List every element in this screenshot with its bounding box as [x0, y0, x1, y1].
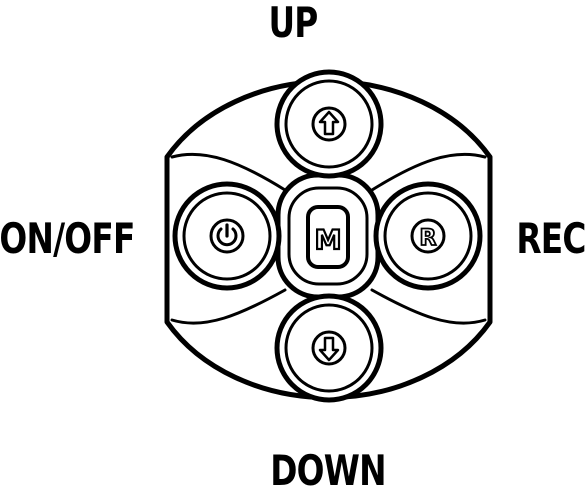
arrow-down-icon: [318, 336, 340, 362]
menu-glyph: M: [315, 225, 342, 256]
label-rec: REC: [516, 214, 586, 263]
pad-housing: [164, 78, 493, 401]
down-button[interactable]: [274, 293, 384, 403]
label-down: DOWN: [270, 446, 386, 495]
power-icon: [216, 223, 238, 247]
record-button[interactable]: R: [373, 181, 483, 291]
label-up: UP: [268, 0, 318, 47]
up-button[interactable]: [274, 69, 384, 179]
arrow-up-icon: [318, 110, 340, 136]
record-glyph: R: [420, 226, 437, 251]
label-on-off: ON/OFF: [0, 214, 135, 263]
power-button[interactable]: [172, 181, 282, 291]
menu-button[interactable]: M: [275, 172, 381, 300]
